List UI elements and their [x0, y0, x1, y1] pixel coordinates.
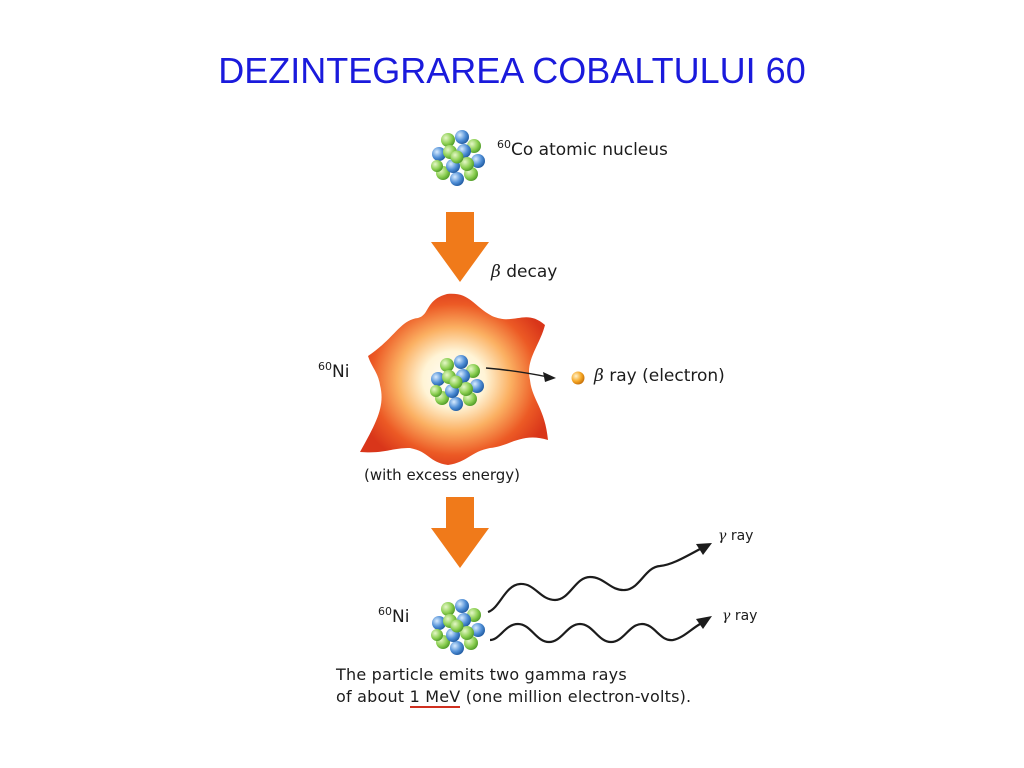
gamma-ray-wave-icon — [489, 616, 712, 644]
cobalt-label-text: Co atomic nucleus — [511, 140, 668, 160]
slide-title: DEZINTEGRAREA COBALTULUI 60 — [218, 50, 806, 91]
gamma-ray-text: ray — [734, 608, 758, 624]
diagram-caption: The particle emits two gamma rays of abo… — [336, 664, 691, 708]
nickel-symbol: Ni — [332, 362, 350, 382]
cobalt-label: 60Co atomic nucleus — [497, 138, 668, 160]
nickel-ground-label: 60Ni — [378, 605, 410, 627]
mev-highlight: 1 MeV — [409, 687, 461, 708]
caption-line-2: of about 1 MeV (one million electron-vol… — [336, 686, 691, 708]
caption-suffix: (one million electron-volts). — [460, 687, 692, 706]
beta-symbol: β — [491, 262, 501, 282]
gamma-ray-wave-icon — [487, 543, 712, 614]
gamma-ray-text: ray — [730, 528, 754, 544]
cobalt-mass-number: 60 — [497, 138, 511, 151]
gamma-ray-label-1: γ ray — [718, 528, 753, 544]
caption-line-1: The particle emits two gamma rays — [336, 665, 627, 684]
beta-ray-text: ray (electron) — [609, 366, 725, 386]
beta-ray-arrow-icon — [485, 367, 556, 382]
nickel-nucleus-icon — [431, 599, 485, 655]
beta-decay-text: decay — [506, 262, 558, 282]
electron-icon — [571, 371, 585, 385]
beta-ray-label: β ray (electron) — [594, 366, 725, 386]
nickel-mass-number: 60 — [378, 605, 392, 618]
gamma-symbol: γ — [722, 608, 731, 624]
down-arrow-icon — [431, 497, 489, 568]
nickel-symbol: Ni — [392, 607, 410, 627]
gamma-ray-label-2: γ ray — [722, 608, 757, 624]
beta-symbol: β — [594, 366, 604, 386]
beta-decay-label: β decay — [491, 262, 557, 282]
nickel-excited-label: 60Ni — [318, 360, 350, 382]
gamma-symbol: γ — [718, 528, 727, 544]
caption-prefix: of about — [336, 687, 410, 706]
excess-energy-label: (with excess energy) — [364, 466, 521, 484]
cobalt-nucleus-icon — [431, 130, 485, 186]
nickel-mass-number: 60 — [318, 360, 332, 373]
down-arrow-icon — [431, 212, 489, 282]
